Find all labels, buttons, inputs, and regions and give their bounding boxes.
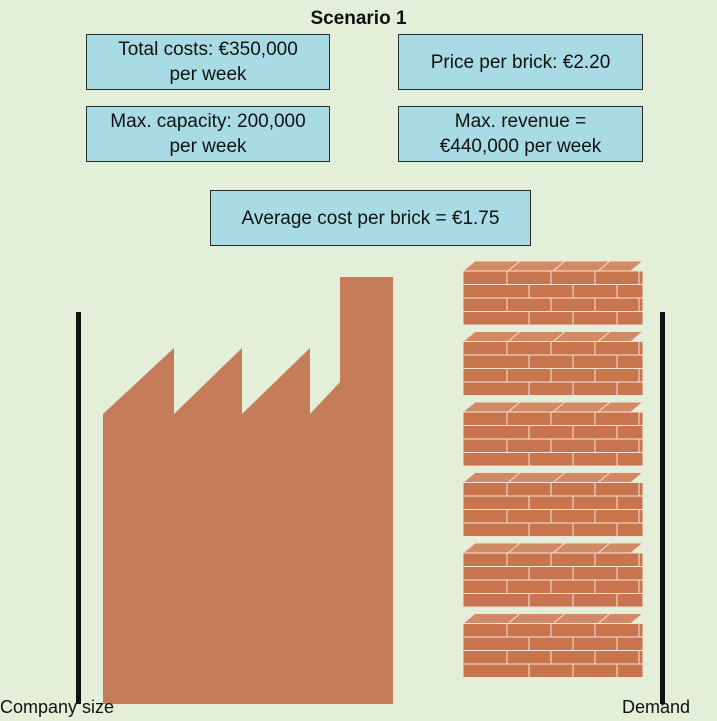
brick-stack (461, 472, 645, 537)
company-size-bar (76, 312, 81, 704)
max-capacity-line2: per week (169, 136, 247, 157)
company-size-label: Company size (0, 697, 115, 717)
demand-label: Demand (622, 697, 691, 717)
average-cost-line1: Average cost per brick = €1.75 (241, 207, 500, 229)
total-costs-box: Total costs: €350,000 per week (86, 34, 330, 90)
max-revenue-line2: €440,000 per week (439, 136, 602, 157)
max-revenue-line1: Max. revenue = (454, 111, 587, 132)
brick-stack (461, 542, 645, 608)
total-costs-line2: per week (169, 64, 247, 85)
average-cost-box: Average cost per brick = €1.75 (210, 190, 531, 246)
brick-stack (461, 331, 645, 396)
price-per-brick-box: Price per brick: €2.20 (398, 34, 643, 90)
brick-stack (461, 260, 645, 326)
total-costs-line1: Total costs: €350,000 (118, 39, 298, 60)
factory-icon (103, 277, 393, 704)
diagram-title: Scenario 1 (310, 8, 407, 29)
max-revenue-box: Max. revenue = €440,000 per week (398, 106, 643, 162)
price-per-brick-line1: Price per brick: €2.20 (430, 51, 611, 73)
brick-stack (461, 613, 645, 678)
brick-stacks (461, 260, 645, 678)
brick-stack (461, 401, 645, 467)
max-capacity-box: Max. capacity: 200,000 per week (86, 106, 330, 162)
demand-bar (660, 312, 665, 704)
max-capacity-line1: Max. capacity: 200,000 (110, 111, 306, 132)
